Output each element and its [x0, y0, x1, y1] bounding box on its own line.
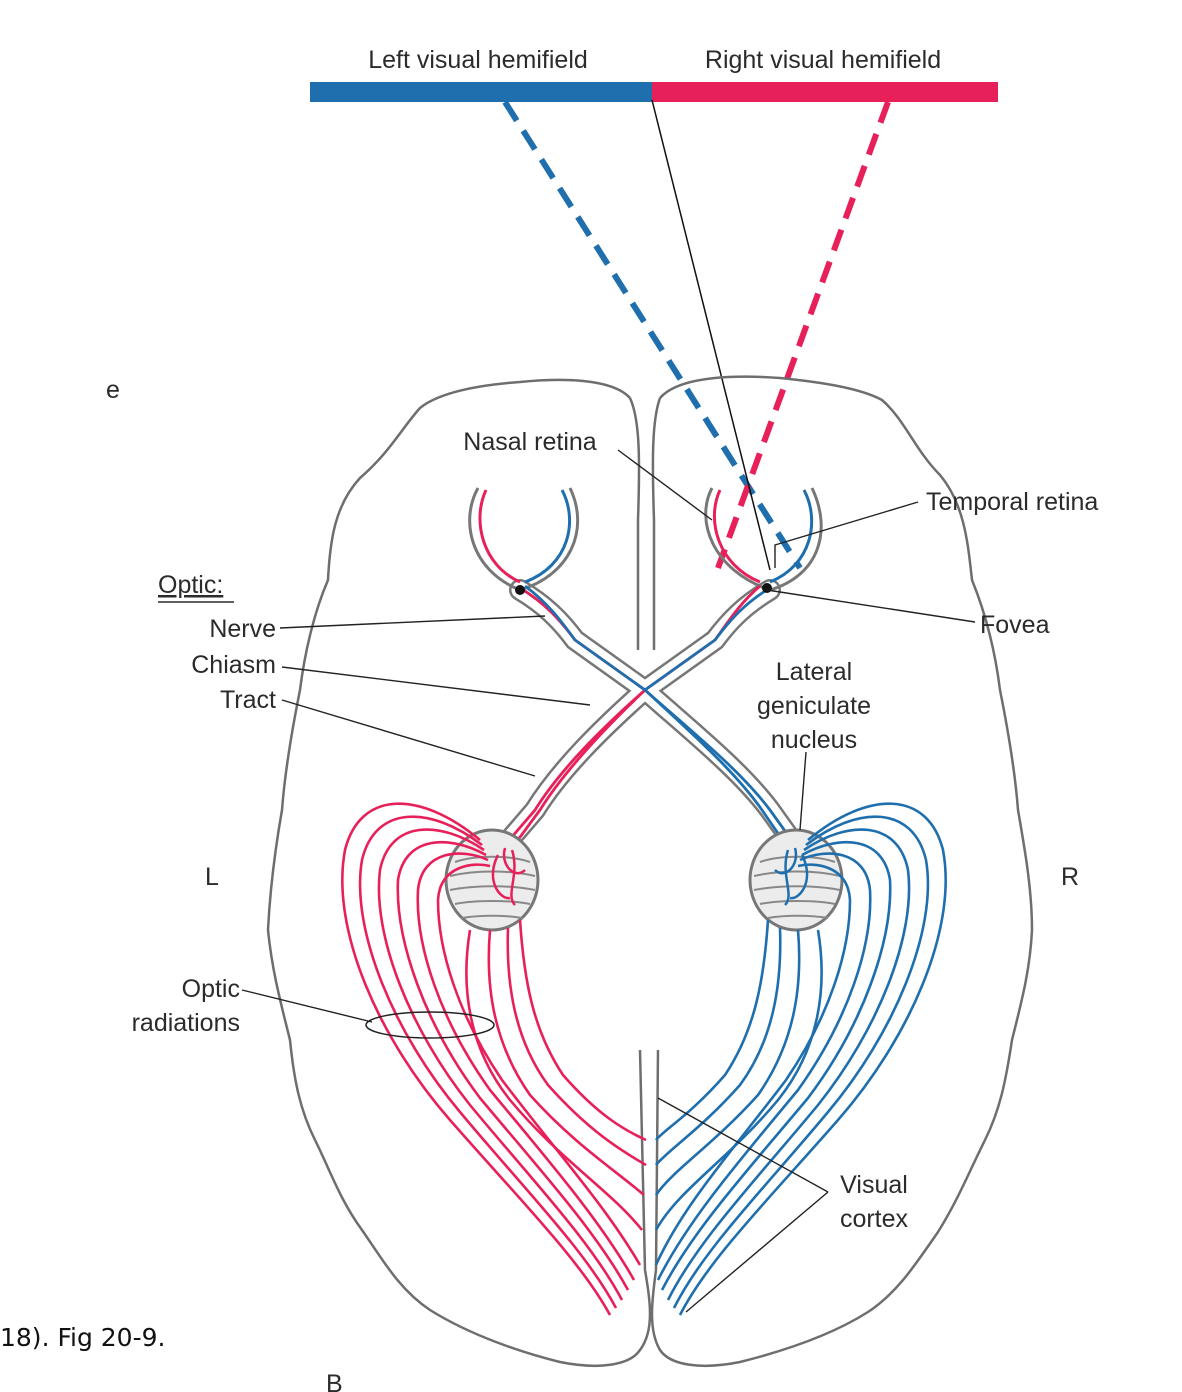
- fragment-top-label: e: [106, 376, 120, 404]
- left-radiation-7: [465, 929, 644, 1231]
- visual-cortex-label-line1: Visual: [840, 1171, 908, 1199]
- right-hemisphere-outline: [650, 375, 1034, 1368]
- right-radiation-7: [654, 929, 823, 1231]
- fovea-label: Fovea: [980, 611, 1050, 639]
- labels: Left visual hemifield Right visual hemif…: [0, 46, 1098, 1392]
- left-eye-fovea-dot: [515, 585, 525, 595]
- brain-outline: [266, 375, 1034, 1368]
- lgn-leader: [799, 751, 807, 831]
- right-eye-retina-outer: [704, 487, 823, 592]
- left-eye-retina-blue: [524, 489, 572, 584]
- lgn-label-line3: nucleus: [771, 726, 857, 754]
- lgn-label-line2: geniculate: [757, 692, 871, 720]
- nerve-leader: [279, 615, 546, 629]
- leader-lines: [241, 449, 976, 1313]
- right-radiation-4: [660, 840, 892, 1291]
- left-radiation-6: [436, 863, 642, 1266]
- right-eye-retina-red: [712, 489, 761, 584]
- right-optic-radiations: [654, 802, 947, 1316]
- projection-lines: [502, 99, 891, 571]
- left-eye-retina-outer: [468, 487, 580, 592]
- optic-radiations-marker: [365, 1011, 495, 1039]
- chiasm-leader: [281, 666, 591, 706]
- nasal-retina-leader: [617, 449, 713, 521]
- lateral-geniculate-nuclei: [444, 828, 844, 932]
- chiasm-label: Chiasm: [191, 651, 276, 679]
- right-radiation-1: [678, 802, 947, 1316]
- red-fiber-right-eye: [510, 584, 761, 849]
- left-radiation-9: [506, 927, 647, 1167]
- right-radiation-6: [654, 863, 852, 1266]
- right-medial-wall: [651, 397, 662, 650]
- right-radiation-8: [654, 929, 801, 1196]
- visual-cortex-leader-bottom: [685, 1191, 829, 1313]
- right-lgn-blue-terminals: [774, 847, 809, 906]
- left-side-label: L: [205, 863, 219, 891]
- right-radiation-2: [672, 815, 930, 1309]
- left-radiation-10: [518, 919, 647, 1142]
- right-hemifield-label: Right visual hemifield: [705, 46, 941, 74]
- fovea-leader: [766, 589, 976, 623]
- left-hemisphere-outline: [266, 378, 652, 1368]
- left-optic-radiations: [341, 802, 647, 1316]
- right-radiation-9: [654, 927, 782, 1166]
- left-radiation-1: [341, 802, 612, 1316]
- right-radiation-3: [666, 828, 911, 1301]
- nasal-retina-label: Nasal retina: [463, 428, 596, 456]
- left-hemifield-bar: [310, 82, 652, 102]
- right-radiation-10: [654, 919, 770, 1141]
- left-hemifield-label: Left visual hemifield: [368, 46, 588, 74]
- right-side-label: R: [1061, 863, 1079, 891]
- left-radiation-2: [358, 815, 618, 1309]
- blue-fiber-left-eye: [524, 584, 790, 849]
- retinas: [468, 487, 823, 592]
- nerve-label: Nerve: [209, 615, 276, 643]
- left-field-ray: [502, 100, 803, 570]
- right-lgn-layers: [753, 855, 841, 919]
- fragment-bottom-label: B: [326, 1370, 343, 1392]
- right-eye-retina-blue: [769, 489, 814, 584]
- optic-radiations-leader: [241, 989, 373, 1023]
- optic-tubes: [494, 579, 806, 856]
- temporal-retina-leader: [774, 501, 919, 568]
- figure-caption: 18). Fig 20-9.: [0, 1323, 165, 1352]
- visual-cortex-leader-top: [657, 1097, 829, 1193]
- right-radiation-5: [656, 852, 872, 1281]
- optic-radiations-label-line1: Optic: [182, 975, 240, 1003]
- visual-cortex-label-line2: cortex: [840, 1205, 909, 1233]
- left-medial-wall: [628, 397, 641, 650]
- tract-label: Tract: [220, 686, 276, 714]
- left-lgn-red-terminals: [491, 847, 526, 906]
- temporal-retina-label: Temporal retina: [926, 488, 1098, 516]
- optic-heading-label: Optic:: [158, 571, 223, 599]
- left-eye-retina-red: [478, 489, 521, 584]
- right-field-ray: [715, 100, 891, 570]
- pathway-fibers: [503, 584, 797, 849]
- fixation-line: [651, 99, 771, 571]
- tract-leader: [281, 699, 536, 777]
- right-hemifield-bar: [652, 82, 998, 102]
- right-eye-fovea-dot: [762, 583, 772, 593]
- left-radiation-4: [396, 840, 630, 1291]
- left-radiation-5: [416, 852, 636, 1281]
- lgn-label-line1: Lateral: [776, 658, 852, 686]
- left-radiation-8: [487, 929, 645, 1196]
- optic-radiations-label-line2: radiations: [132, 1009, 240, 1037]
- visual-field-bars: [310, 82, 998, 102]
- left-radiation-3: [377, 828, 624, 1301]
